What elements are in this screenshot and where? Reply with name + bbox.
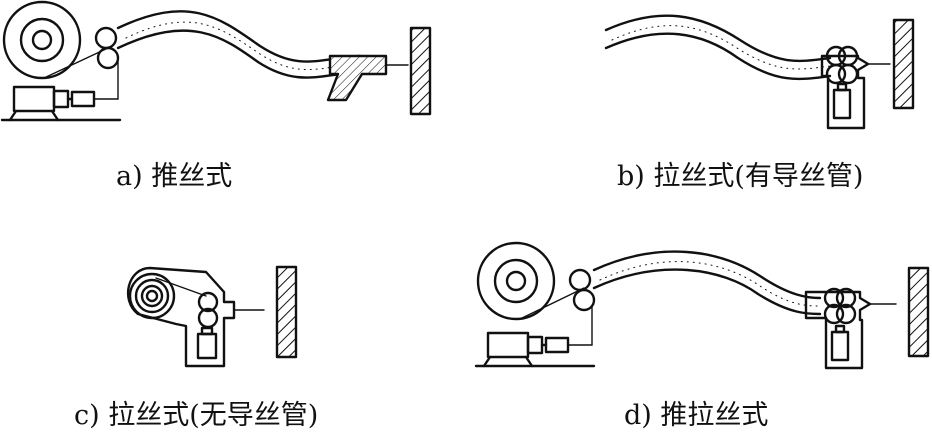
workpiece-icon (907, 266, 930, 358)
wire-spool-icon (476, 241, 556, 321)
panel-b-pull-with-conduit (604, 14, 915, 130)
caption-push-feed: a) 推丝式 (116, 161, 233, 192)
workpiece-icon (892, 18, 915, 110)
integrated-gun-icon (127, 266, 265, 368)
pull-gun-icon (804, 287, 897, 370)
wire-conduit (604, 14, 832, 81)
pull-gun-icon (820, 45, 891, 130)
wire-conduit (592, 250, 822, 316)
wire-conduit (116, 10, 362, 79)
panel-c-pull-without-conduit (127, 265, 298, 368)
feed-rolls-icon (568, 268, 596, 312)
workpiece-icon (275, 265, 298, 359)
motor-icon (0, 59, 122, 122)
caption-pull-without-conduit: c) 拉丝式(无导丝管) (74, 400, 319, 431)
caption-push-pull-feed: d) 推拉丝式 (624, 400, 769, 431)
welding-gun-icon (326, 54, 409, 102)
wire-line (519, 287, 585, 320)
wire-spool-icon (2, 0, 82, 80)
workpiece-icon (409, 26, 432, 116)
wire-spool-icon (128, 272, 176, 320)
wire-line (43, 47, 109, 79)
panel-d-push-pull-feed (474, 241, 930, 370)
motor-icon (474, 305, 596, 368)
caption-pull-with-conduit: b) 拉丝式(有导丝管) (617, 161, 864, 192)
panel-a-push-feed (0, 0, 432, 122)
feed-rolls-icon (94, 26, 120, 70)
